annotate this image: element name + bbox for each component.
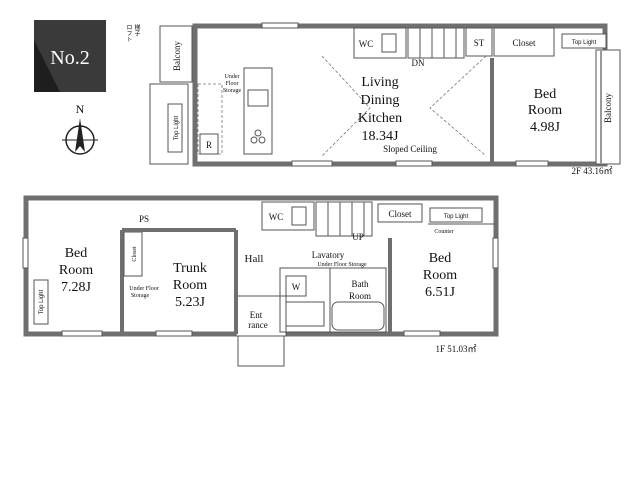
- closet-2f-label: Closet: [512, 38, 536, 48]
- badge-label: No.2: [50, 47, 89, 69]
- loft-note-2: ロフト: [125, 24, 132, 42]
- wc-2f: [353, 27, 407, 59]
- bed-2f-size: 4.98J: [530, 120, 561, 135]
- dn-label: DN: [412, 58, 425, 68]
- refrigerator-label: R: [206, 140, 212, 150]
- badge-shadow: [34, 40, 60, 92]
- ufs-2f-2: Floor: [225, 81, 238, 87]
- entrance-label-1: Ent: [250, 310, 263, 320]
- entrance-porch: [237, 335, 285, 367]
- wc-2f-label: WC: [359, 39, 374, 49]
- st-label: ST: [474, 38, 485, 48]
- hall-label: Hall: [245, 253, 264, 265]
- loft-note: 梯子: [133, 23, 140, 36]
- floor-1: Ent rance Bed Room 7.28J Top Light PS Cl…: [22, 195, 499, 367]
- floor-1-area: 1F 51.03㎡: [435, 344, 476, 354]
- ufs-2f-3: Storage: [223, 88, 242, 94]
- wc-1f-label: WC: [269, 212, 284, 222]
- bed-1f-left-size: 7.28J: [61, 280, 92, 295]
- ufs-trunk-1: Under Floor: [129, 286, 159, 292]
- stairs-1f: [315, 201, 373, 237]
- bed-1f-left-label-1: Bed: [65, 246, 88, 261]
- wc-1f: [261, 201, 315, 231]
- bath-room: [329, 267, 387, 333]
- north-label: N: [76, 102, 85, 116]
- entrance-label-2: rance: [248, 320, 267, 330]
- washer: [285, 275, 307, 297]
- top-light-right-2f-label: Top Light: [572, 40, 597, 46]
- up-label: UP: [352, 232, 364, 242]
- refrigerator: [199, 133, 219, 155]
- counter-label: Counter: [434, 229, 453, 235]
- stairs-2f: [407, 27, 465, 59]
- bed-1f-right-label-2: Room: [423, 268, 457, 283]
- ps-label: PS: [139, 214, 149, 224]
- closet-small-label: Closet: [132, 246, 138, 262]
- ldk-label-3: Kitchen: [358, 111, 402, 126]
- top-light-right-2f: [561, 33, 607, 49]
- ldk-size: 18.34J: [362, 129, 400, 144]
- ufs-trunk-2: Storage: [131, 293, 150, 299]
- top-light-1f-right-label: Top Light: [444, 214, 469, 220]
- closet-1f: [377, 203, 423, 223]
- bath-label-2: Room: [349, 291, 371, 301]
- top-light-left-2f-label: Top Light: [174, 115, 180, 140]
- sloped-ceiling-label: Sloped Ceiling: [383, 144, 437, 154]
- top-light-1f-left-label: Top Light: [39, 289, 45, 314]
- bed-1f-left-label-2: Room: [59, 263, 93, 278]
- trunk-label-1: Trunk: [173, 261, 207, 276]
- closet-2f: [493, 27, 555, 57]
- balcony-left: [159, 25, 193, 83]
- trunk-size: 5.23J: [175, 295, 206, 310]
- lavatory: [279, 267, 331, 333]
- trunk-label-2: Room: [173, 278, 207, 293]
- ldk-label-1: Living: [361, 75, 398, 90]
- washer-label: W: [292, 282, 301, 292]
- bath-label-1: Bath: [352, 279, 369, 289]
- ldk-label-2: Dining: [361, 93, 400, 108]
- bed-2f-label-1: Bed: [534, 87, 557, 102]
- ufs-2f-1: Under: [225, 74, 240, 80]
- bed-1f-right-label-1: Bed: [429, 251, 452, 266]
- kitchen-counter: [243, 67, 273, 155]
- bed-2f-label-2: Room: [528, 103, 562, 118]
- floor-2: Balcony Top Light Balcony Top Light Unde…: [125, 22, 621, 176]
- top-light-1f-right: [429, 207, 483, 223]
- ufs-lavatory: Under Floor Storage: [317, 262, 367, 268]
- lavatory-label: Lavatory: [312, 250, 345, 260]
- closet-1f-label: Closet: [388, 209, 412, 219]
- top-light-1f-left: [33, 279, 49, 325]
- balcony-left-label: Balcony: [172, 41, 182, 71]
- north-arrow-icon: [62, 118, 98, 155]
- floor-2-area: 2F 43.16㎡: [571, 166, 612, 176]
- storage-st: [465, 27, 493, 57]
- balcony-right-label: Balcony: [603, 93, 613, 123]
- bed-1f-right-size: 6.51J: [425, 285, 456, 300]
